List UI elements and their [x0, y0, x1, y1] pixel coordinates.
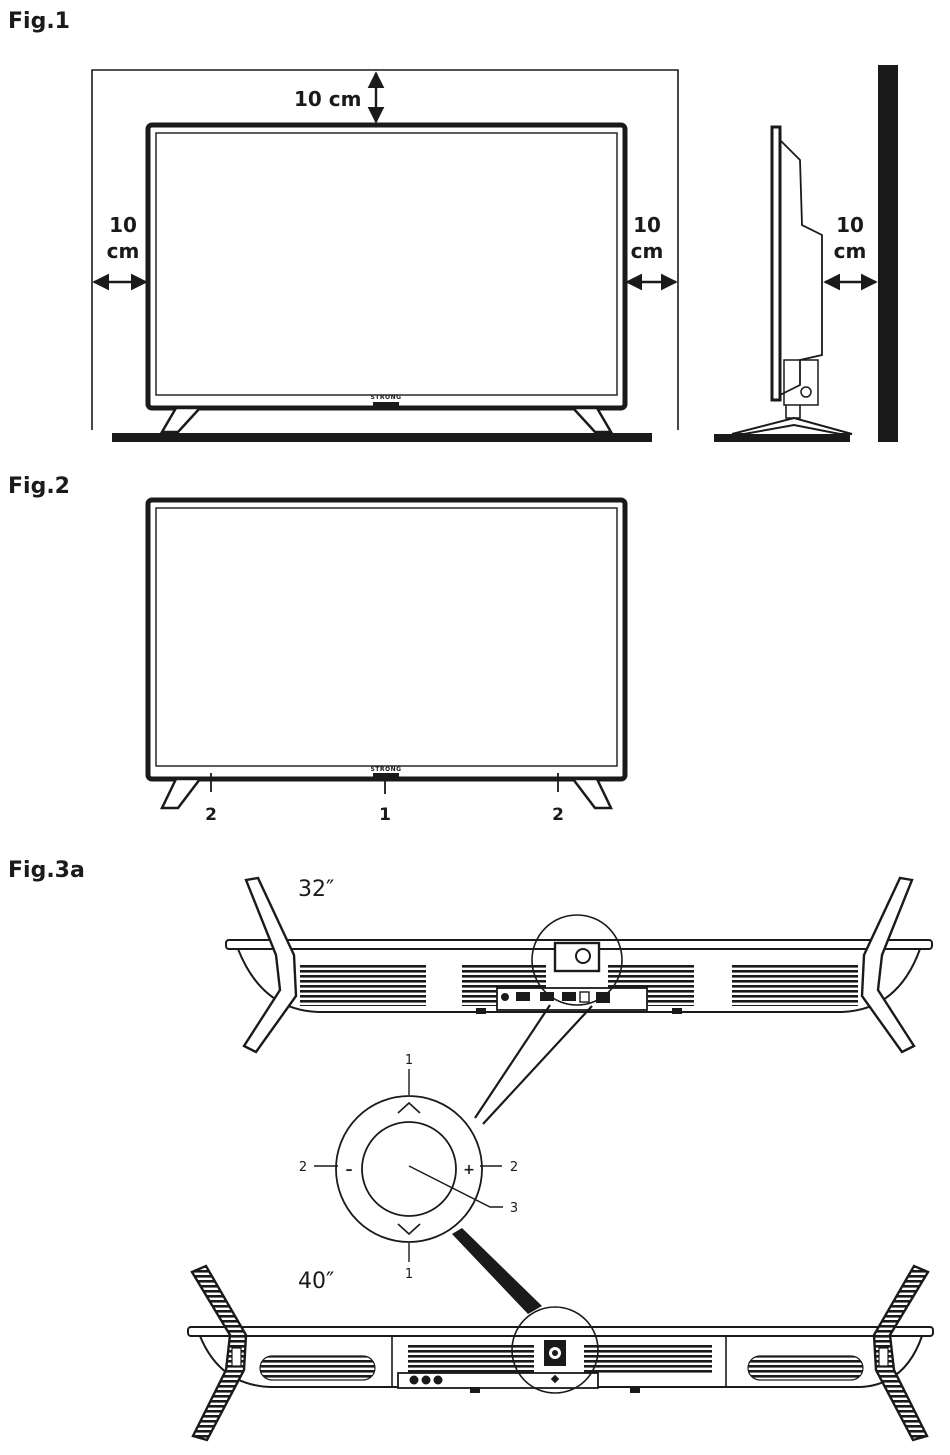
plus-glyph: +	[463, 1162, 475, 1178]
zoom-connector-40	[452, 1228, 542, 1314]
size-label-40: 40″	[298, 1269, 334, 1294]
clearance-side-unit: cm	[834, 239, 867, 263]
wall	[878, 65, 898, 442]
joystick-callout-plus: 2	[510, 1160, 518, 1175]
tv-underside-32	[226, 878, 932, 1052]
tv-front-fig1: STRONG	[148, 125, 625, 432]
clearance-left-unit: cm	[107, 239, 140, 263]
zoom-connector-32	[475, 1005, 592, 1124]
joystick-button	[362, 1122, 456, 1216]
joystick-callout-press: 3	[510, 1201, 518, 1216]
clearance-right-value: 10	[633, 213, 661, 237]
clearance-top-label: 10 cm	[294, 87, 362, 111]
clearance-right-unit: cm	[631, 239, 664, 263]
tv-side-view	[714, 65, 898, 442]
brand-logo: STRONG	[370, 766, 401, 773]
callout-speaker-right: 2	[552, 805, 564, 825]
fig3a-title: Fig.3a	[8, 858, 85, 883]
joystick-callout-up: 1	[405, 1053, 413, 1068]
callout-ir-sensor: 1	[379, 805, 391, 825]
joystick-callout-minus: 2	[299, 1160, 307, 1175]
clearance-left-value: 10	[109, 213, 137, 237]
fig1-title: Fig.1	[8, 9, 70, 34]
side-floor	[714, 434, 850, 442]
clearance-side-value: 10	[836, 213, 864, 237]
fig3a: Fig.3a 32″	[8, 858, 933, 1440]
minus-glyph: –	[346, 1162, 353, 1178]
fig2: Fig.2 STRONG 2 1 2	[8, 474, 625, 825]
brand-logo: STRONG	[370, 394, 401, 401]
fig2-title: Fig.2	[8, 474, 70, 499]
callout-speaker-left: 2	[205, 805, 217, 825]
tv-front-fig2: STRONG	[148, 500, 625, 808]
size-label-32: 32″	[298, 877, 334, 902]
fig1: Fig.1 STRONG 10 cm 10 cm 10 cm	[8, 9, 898, 442]
floor-line	[112, 433, 652, 442]
joystick-callout-down: 1	[405, 1267, 413, 1282]
joystick-detail: – + 1 1 2 2 3	[299, 1053, 518, 1282]
